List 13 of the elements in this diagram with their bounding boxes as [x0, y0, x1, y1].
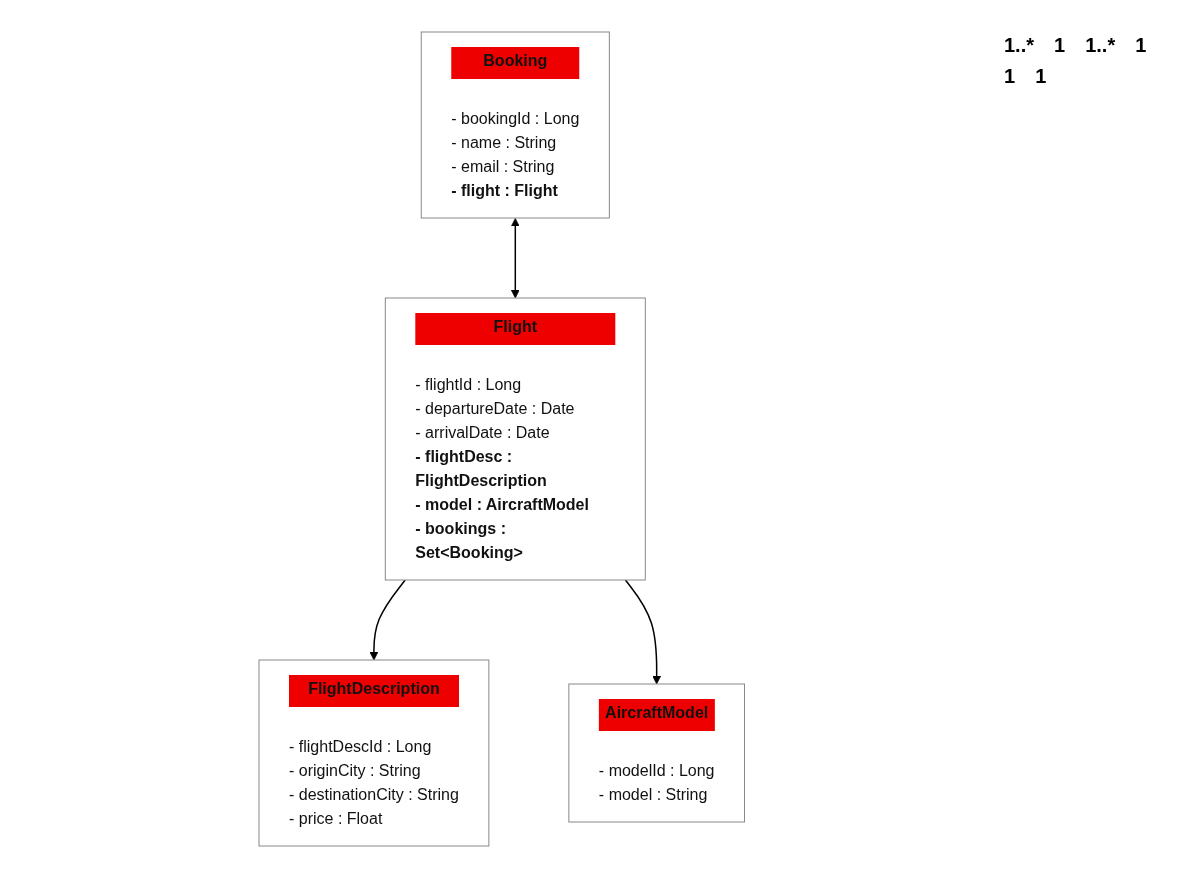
multiplicity-label: 1 — [1004, 65, 1016, 88]
multiplicity-label: 1 — [1135, 34, 1147, 57]
node-box: AircraftModel - modelId : Long - model : String — [568, 683, 746, 822]
node-box: Flight - flightId : Long - departureDate : Date - arrivalDate : Date - flightDesc : FlightDescription - model : AircraftModel - bookings : Set<Booking> — [385, 297, 647, 580]
multiplicity-label: 1..* — [1004, 34, 1035, 57]
arrow — [369, 578, 407, 660]
node-box: Booking - bookingId : Long - name : String - email : String - flight : Flight — [421, 31, 611, 218]
arrow — [511, 217, 520, 298]
multiplicity-label: 1 — [1054, 34, 1066, 57]
multiplicity-label: 1..* — [1085, 34, 1116, 57]
node-box: FlightDescription - flightDescId : Long - originCity : String - destinationCity : String - price : Float — [258, 659, 490, 846]
multiplicity-label: 1 — [1035, 65, 1047, 88]
arrow — [624, 578, 662, 684]
